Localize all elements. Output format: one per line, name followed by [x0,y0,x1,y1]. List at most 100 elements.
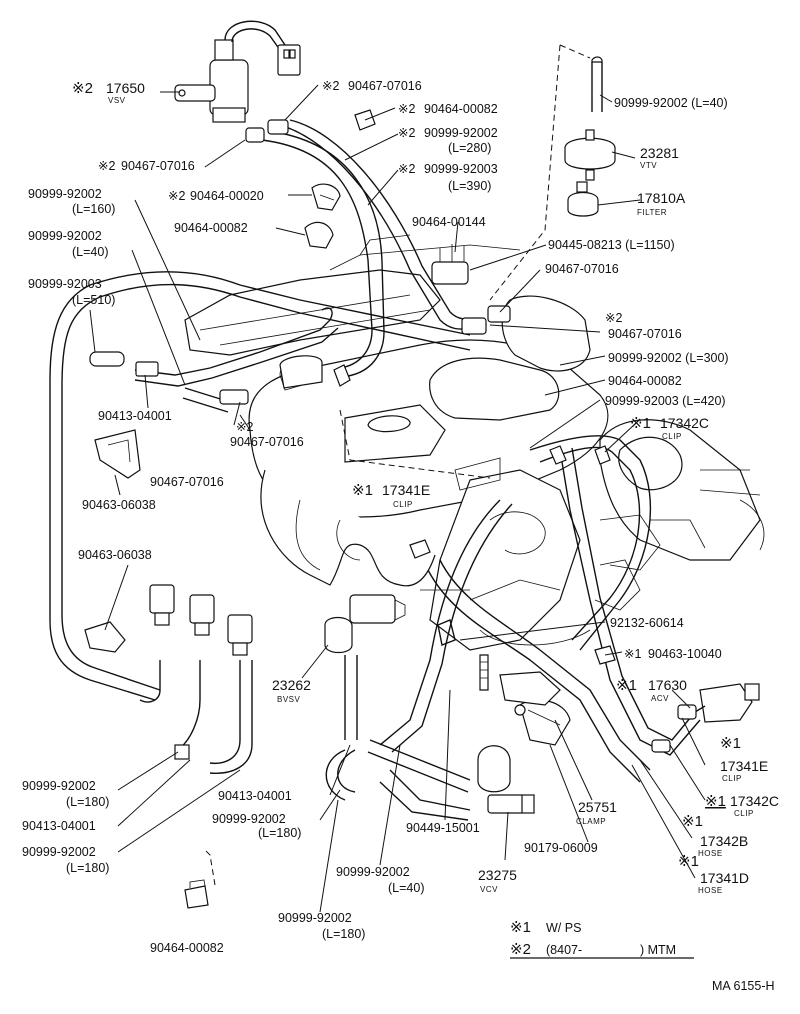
mark-17342b: ※1 [682,813,703,830]
sub-17341e-mid: CLIP [393,500,413,509]
mark-17341d: ※1 [678,853,699,870]
sub-17650: VSV [108,96,126,105]
sub-17342c-r: CLIP [734,809,754,818]
label-90463-06038-a: 90463-06038 [82,498,156,512]
mark-17630: ※1 [616,677,637,694]
label-90999-92002-l40-b: 90999-92002 [336,865,410,879]
label-90464-00082-r: 90464-00082 [608,374,682,388]
label-17810a: 17810A [637,190,686,206]
mark-90464-00082-top: ※2 [398,102,415,116]
label-90449-15001: 90449-15001 [406,821,480,835]
label-23262: 23262 [272,677,311,693]
label-92132-60614: 92132-60614 [610,616,684,630]
part-labels: ※2 17650 VSV ※2 90467-07016 ※2 90464-000… [22,79,779,955]
mark-17341e-r: ※1 [720,735,741,752]
label-90999-92003-l420: 90999-92003 (L=420) [605,394,726,408]
label-90467-07016-c2: 90467-07016 [150,475,224,489]
mark-17342c-r: ※1 [705,793,726,810]
len-90999-92002-l180-c: (L=180) [322,927,365,941]
label-90464-00082-top: 90464-00082 [424,102,498,116]
label-90467-07016-r2: 90467-07016 [608,327,682,341]
label-17342c-top: 17342C [660,415,709,431]
len-90999-92003-l390: (L=390) [448,179,491,193]
label-23275: 23275 [478,867,517,883]
len-90999-92002-l280: (L=280) [448,141,491,155]
label-17341d: 17341D [700,870,749,886]
label-90445-08213: 90445-08213 (L=1150) [548,238,675,252]
sub-23275: VCV [480,885,498,894]
label-90999-92002-l180-l2: 90999-92002 [22,845,96,859]
mark-90467-07016-left: ※2 [98,159,115,173]
sub-17342c-top: CLIP [662,432,682,441]
label-90999-92003-l390: 90999-92003 [424,162,498,176]
label-90179-06009: 90179-06009 [524,841,598,855]
mark-90999-92003-l390: ※2 [398,162,415,176]
label-25751: 25751 [578,799,617,815]
mark-17650: ※2 [72,80,93,97]
legend-text-1: W/ PS [546,921,581,935]
label-23281: 23281 [640,145,679,161]
label-90999-92002-l300: 90999-92002 (L=300) [608,351,729,365]
mark-90467-07016-top: ※2 [322,79,339,93]
mark-small-2: ※2 [236,420,253,434]
label-90464-00020: 90464-00020 [190,189,264,203]
label-90467-07016-top: 90467-07016 [348,79,422,93]
sub-25751: CLAMP [576,817,606,826]
label-90467-07016-c: 90467-07016 [230,435,304,449]
label-90463-06038-b: 90463-06038 [78,548,152,562]
label-90413-04001-l: 90413-04001 [22,819,96,833]
label-17342c-r: 17342C [730,793,779,809]
len-90999-92003-l510: (L=510) [72,293,115,307]
hose-routing [49,56,701,821]
legend-mark-1: ※1 [510,919,531,936]
legend-mark-2: ※2 [510,941,531,958]
label-90467-07016-left: 90467-07016 [121,159,195,173]
mark-17342c-top: ※1 [630,415,651,432]
dashed-reference-lines [204,44,591,886]
sub-17341d: HOSE [698,886,723,895]
sub-23262: BVSV [277,695,301,704]
label-90999-92002-l280: 90999-92002 [424,126,498,140]
len-90999-92002-l40-l: (L=40) [72,245,108,259]
len-90999-92002-l160: (L=160) [72,202,115,216]
sub-17341e-r: CLIP [722,774,742,783]
mark-90464-00020: ※2 [168,189,185,203]
len-90999-92002-l40-b: (L=40) [388,881,424,895]
label-90413-04001-top: 90413-04001 [98,409,172,423]
len-90999-92002-l180-l: (L=180) [66,795,109,809]
label-90999-92002-l180-l: 90999-92002 [22,779,96,793]
label-90999-92002-l160: 90999-92002 [28,187,102,201]
reference-code: MA 6155-H [712,979,775,993]
sub-17342b: HOSE [698,849,723,858]
label-17341e-mid: 17341E [382,482,430,498]
label-17342b: 17342B [700,833,748,849]
label-90464-00082-bot: 90464-00082 [150,941,224,955]
leader-lines [89,84,706,913]
label-90463-10040: 90463-10040 [648,647,722,661]
sub-17810a: FILTER [637,208,667,217]
label-17341e-r: 17341E [720,758,768,774]
len-90999-92002-l180-a: (L=180) [258,826,301,840]
label-90464-00082-mid: 90464-00082 [174,221,248,235]
label-17630: 17630 [648,677,687,693]
label-90999-92002-l40-l: 90999-92002 [28,229,102,243]
mark-17341e-mid: ※1 [352,482,373,499]
legend-text-2-end: ) MTM [640,943,676,957]
label-90999-92002-l40-top: 90999-92002 (L=40) [614,96,728,110]
label-90464-00144: 90464-00144 [412,215,486,229]
components [84,20,760,909]
label-17650: 17650 [106,80,145,96]
legend: ※1 W/ PS ※2 (8407- ) MTM [510,919,694,959]
sub-17630: ACV [651,694,669,703]
label-90999-92002-l180-a: 90999-92002 [212,812,286,826]
label-90999-92003-l510: 90999-92003 [28,277,102,291]
label-90467-07016-r1: 90467-07016 [545,262,619,276]
legend-text-2: (8407- [546,943,582,957]
mark-90463-10040: ※1 [624,647,641,661]
sub-23281: VTV [640,161,657,170]
mark-90467-07016-r2: ※2 [605,311,622,325]
label-90413-04001-mid: 90413-04001 [218,789,292,803]
label-90999-92002-l180-c: 90999-92002 [278,911,352,925]
len-90999-92002-l180-l2: (L=180) [66,861,109,875]
